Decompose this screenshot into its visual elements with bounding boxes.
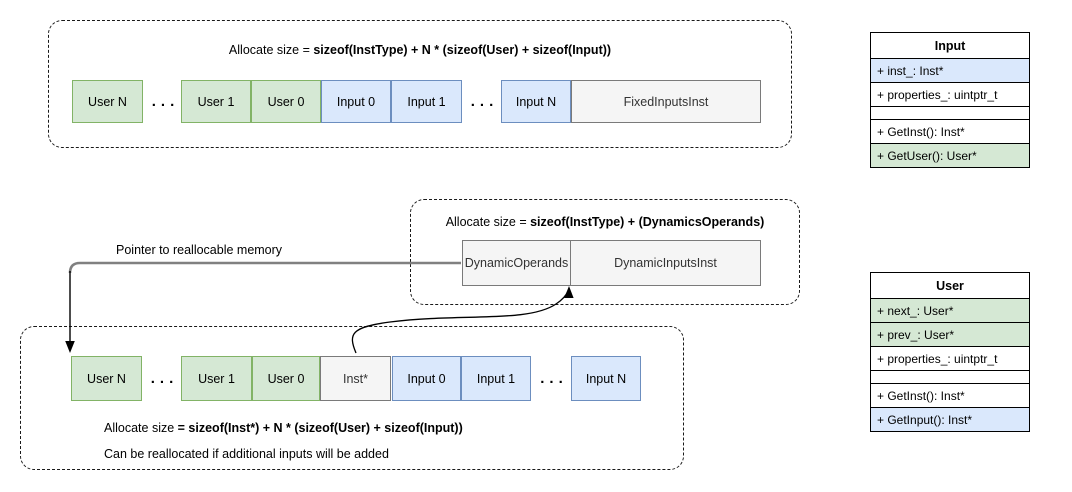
realloc-cell-input-n: Input N	[571, 356, 641, 401]
fixed-inputs-container: Allocate size = sizeof(InstType) + N * (…	[48, 20, 792, 148]
realloc-alloc-title-formula: = sizeof(Inst*) + N * (sizeof(User) + si…	[177, 421, 463, 435]
fixed-ellipsis-inputs: ...	[470, 93, 499, 110]
cell-dynamicoperands: DynamicOperands	[462, 240, 571, 286]
realloc-cell-inst-ptr: Inst*	[320, 356, 391, 401]
realloc-cell-input-1: Input 1	[461, 356, 531, 401]
fixed-alloc-title-formula: sizeof(InstType) + N * (sizeof(User) + s…	[313, 43, 612, 57]
fixed-cell-input-1: Input 1	[391, 80, 462, 123]
fixed-cell-input-n: Input N	[501, 80, 571, 123]
fixed-cell-user-0: User 0	[251, 80, 321, 123]
cell-dynamicinputsinst: DynamicInputsInst	[570, 240, 761, 286]
input-class-field-inst: + inst_: Inst*	[871, 58, 1029, 82]
realloc-note: Can be reallocated if additional inputs …	[104, 447, 389, 461]
fixed-ellipsis-users: ...	[151, 93, 180, 110]
user-class-field-next: + next_: User*	[871, 298, 1029, 322]
realloc-alloc-title: Allocate size = sizeof(Inst*) + N * (siz…	[104, 421, 463, 436]
realloc-alloc-title-prefix: Allocate size	[104, 421, 178, 435]
user-class-field-prev: + prev_: User*	[871, 322, 1029, 346]
fixed-alloc-title: Allocate size = sizeof(InstType) + N * (…	[49, 43, 791, 58]
reallocable-container: User N ... User 1 User 0 Inst* Input 0 I…	[20, 326, 684, 470]
input-class-method-getuser: + GetUser(): User*	[871, 143, 1029, 167]
fixed-cell-fixedinputsinst: FixedInputsInst	[571, 80, 761, 123]
user-class-table: User + next_: User* + prev_: User* + pro…	[870, 272, 1030, 432]
dynamic-alloc-title: Allocate size = sizeof(InstType) + (Dyna…	[411, 215, 799, 230]
realloc-cell-user-0: User 0	[252, 356, 320, 401]
realloc-cell-input-0: Input 0	[392, 356, 461, 401]
input-class-method-getinst: + GetInst(): Inst*	[871, 119, 1029, 143]
user-class-field-properties: + properties_: uintptr_t	[871, 346, 1029, 370]
user-class-method-getinput: + GetInput(): Inst*	[871, 407, 1029, 431]
fixed-cell-user-n: User N	[72, 80, 143, 123]
input-class-separator	[871, 106, 1029, 119]
realloc-ellipsis-inputs: ...	[540, 370, 568, 387]
fixed-cell-input-0: Input 0	[321, 80, 391, 123]
dynamic-operands-container: Allocate size = sizeof(InstType) + (Dyna…	[410, 199, 800, 305]
fixed-alloc-title-prefix: Allocate size =	[228, 43, 314, 57]
input-class-table: Input + inst_: Inst* + properties_: uint…	[870, 32, 1030, 168]
user-class-method-getinst: + GetInst(): Inst*	[871, 383, 1029, 407]
realloc-cell-user-1: User 1	[181, 356, 252, 401]
realloc-cell-user-n: User N	[71, 356, 142, 401]
pointer-line	[68, 261, 461, 274]
dynamic-alloc-title-formula: sizeof(InstType) + (DynamicsOperands)	[530, 215, 765, 229]
input-class-field-properties: + properties_: uintptr_t	[871, 82, 1029, 106]
input-class-title: Input	[934, 38, 966, 53]
fixed-cell-user-1: User 1	[181, 80, 251, 123]
pointer-label: Pointer to reallocable memory	[116, 243, 283, 257]
user-class-title: User	[936, 278, 964, 293]
dynamic-alloc-title-prefix: Allocate size =	[445, 215, 531, 229]
user-class-separator	[871, 370, 1029, 383]
realloc-ellipsis-users: ...	[150, 370, 179, 387]
